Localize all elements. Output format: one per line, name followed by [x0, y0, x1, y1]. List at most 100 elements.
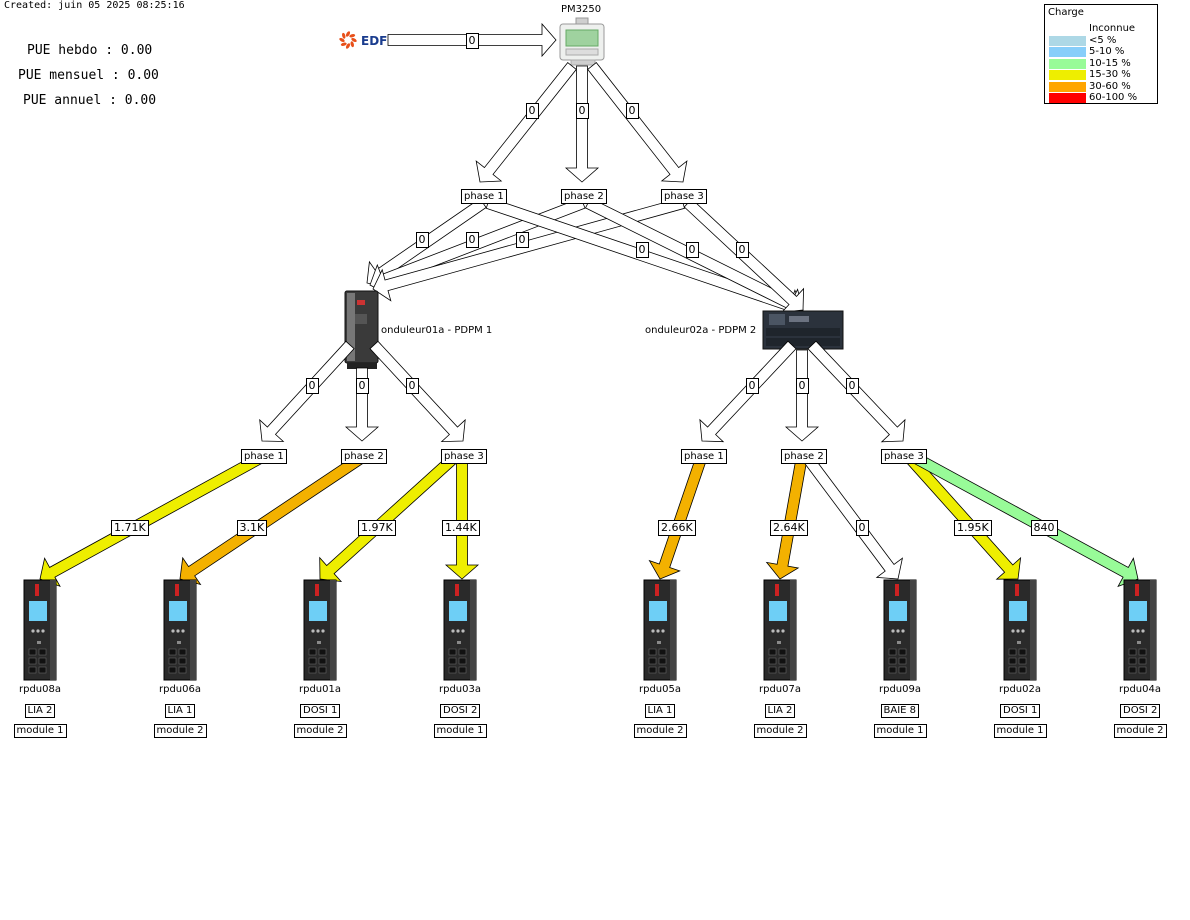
ups2-phase-box: phase 3 [881, 448, 927, 464]
legend-label: 15-30 % [1089, 69, 1131, 80]
link-value-ups2_p1: 0 [745, 378, 759, 394]
feed-to-rpdu04a-arrow [908, 450, 1139, 588]
rack-pdu-icon [303, 579, 337, 681]
ups2-name: onduleur02a - PDPM 2 [645, 325, 757, 336]
feed-to-rpdu03a-arrow [444, 455, 480, 580]
pdu-name: rpdu05a [639, 684, 681, 695]
link-value-ups2_p2: 0 [795, 378, 809, 394]
feed-to-rpdu05a-arrow [648, 453, 708, 580]
pdu-module: module 1 [13, 724, 67, 738]
pdu-module: module 2 [293, 724, 347, 738]
link-value-rpdu04a: 840 [1030, 520, 1058, 536]
link-value-p1_ups1: 0 [415, 232, 429, 248]
pdu-room: DOSI 2 [440, 704, 481, 718]
pdu-name: rpdu01a [299, 684, 341, 695]
rack-pdu-icon [1003, 579, 1037, 681]
legend-label: 60-100 % [1089, 92, 1138, 103]
ups1-phase-box: phase 1 [241, 448, 287, 464]
link-value-p1_ups2: 0 [635, 242, 649, 258]
rack-pdu-icon [883, 579, 917, 681]
top-phase-box: phase 1 [461, 188, 507, 204]
link-value-meter_phase1: 0 [525, 103, 539, 119]
pdu-name: rpdu02a [999, 684, 1041, 695]
link-value-ups1_p3: 0 [405, 378, 419, 394]
ups1-phase-box: phase 2 [341, 448, 387, 464]
rack-pdu-icon [1123, 579, 1157, 681]
top-phase-box: phase 3 [661, 188, 707, 204]
pdu-module: module 1 [993, 724, 1047, 738]
pdu-room: LIA 2 [764, 704, 796, 718]
charge-legend: Charge Inconnue<5 %5-10 %10-15 %15-30 %3… [1044, 4, 1158, 104]
link-value-edf_meter: 0 [465, 33, 479, 49]
created-timestamp: Created: juin 05 2025 08:25:16 [4, 0, 185, 11]
legend-swatch [1049, 58, 1086, 69]
pdu-module: module 2 [753, 724, 807, 738]
legend-swatch [1049, 81, 1086, 92]
rack-pdu-icon [163, 579, 197, 681]
edf-logo-icon: EDF [339, 31, 387, 49]
pue-mensuel: PUE mensuel : 0.00 [18, 68, 159, 83]
feed-to-rpdu08a-arrow [39, 450, 268, 588]
top-phase-box: phase 2 [561, 188, 607, 204]
pdu-name: rpdu07a [759, 684, 801, 695]
ups1-tower-icon [344, 290, 379, 369]
pdu-module: module 2 [153, 724, 207, 738]
pdu-module: module 1 [873, 724, 927, 738]
legend-label: 30-60 % [1089, 80, 1131, 92]
pue-annuel: PUE annuel : 0.00 [23, 93, 157, 108]
pdu-room: DOSI 1 [300, 704, 341, 718]
legend-item: Inconnue [1049, 23, 1153, 34]
legend-item: <5 % [1049, 35, 1153, 46]
link-value-p2_ups1: 0 [465, 232, 479, 248]
legend-swatch [1049, 70, 1086, 80]
ups2-rack-icon [762, 310, 844, 350]
ups2-phase-box: phase 1 [681, 448, 727, 464]
legend-label: 10-15 % [1089, 57, 1131, 69]
legend-label: Inconnue [1089, 23, 1136, 34]
link-value-meter_phase2: 0 [575, 103, 589, 119]
meter-name: PM3250 [561, 4, 602, 15]
legend-swatch [1049, 93, 1086, 103]
legend-item: 30-60 % [1049, 81, 1153, 92]
legend-item: 60-100 % [1049, 92, 1153, 103]
meter-to-phase2-arrow [564, 65, 600, 183]
link-value-ups2_p3: 0 [845, 378, 859, 394]
legend-swatch [1049, 47, 1086, 57]
link-value-rpdu06a: 3.1K [236, 520, 268, 536]
pdu-name: rpdu08a [19, 684, 61, 695]
pdu-name: rpdu04a [1119, 684, 1161, 695]
ups2-to-phase2-arrow [784, 349, 820, 442]
link-value-meter_phase3: 0 [625, 103, 639, 119]
link-value-rpdu05a: 2.66K [658, 520, 696, 536]
link-value-rpdu03a: 1.44K [442, 520, 480, 536]
legend-swatch [1049, 24, 1086, 34]
power-meter-icon [559, 17, 605, 66]
rack-pdu-icon [23, 579, 57, 681]
pdu-name: rpdu03a [439, 684, 481, 695]
link-value-rpdu02a: 1.95K [954, 520, 992, 536]
legend-item: 10-15 % [1049, 58, 1153, 69]
link-value-p3_ups2: 0 [735, 242, 749, 258]
rack-pdu-icon [763, 579, 797, 681]
legend-item: 15-30 % [1049, 69, 1153, 80]
pdu-module: module 1 [433, 724, 487, 738]
pdu-room: LIA 2 [24, 704, 56, 718]
pdu-name: rpdu09a [879, 684, 921, 695]
legend-label: 5-10 % [1089, 46, 1125, 57]
pue-hebdo: PUE hebdo : 0.00 [27, 43, 153, 58]
link-value-rpdu07a: 2.64K [770, 520, 808, 536]
pdu-room: DOSI 2 [1120, 704, 1161, 718]
feed-to-rpdu09a-arrow [801, 452, 904, 580]
link-value-ups1_p1: 0 [305, 378, 319, 394]
pdu-module: module 2 [1113, 724, 1167, 738]
link-value-rpdu09a: 0 [855, 520, 869, 536]
feed-to-rpdu07a-arrow [765, 454, 808, 580]
edf-logo-text: EDF [361, 34, 387, 48]
meter-to-phase3-arrow [587, 62, 688, 183]
ups1-name: onduleur01a - PDPM 1 [381, 325, 493, 336]
legend-title: Charge [1048, 7, 1084, 18]
ups1-phase-box: phase 3 [441, 448, 487, 464]
link-value-p2_ups2: 0 [685, 242, 699, 258]
pdu-room: DOSI 1 [1000, 704, 1041, 718]
